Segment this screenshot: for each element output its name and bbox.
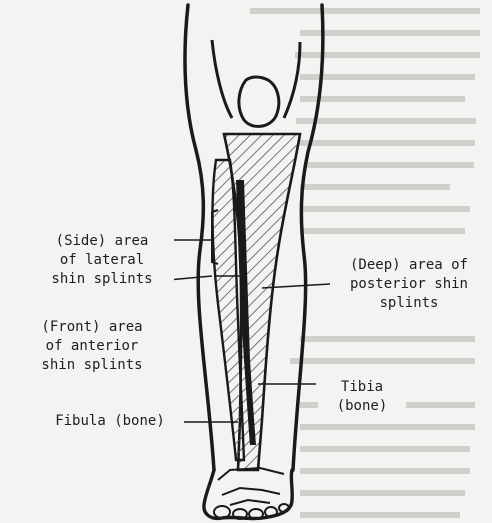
leader-anterior [168,276,212,280]
label-lateral-line3: shin splints [32,270,172,289]
label-lateral-line1: (Side) area [32,232,172,251]
label-tibia-line1: Tibia [320,378,404,397]
label-posterior-line1: (Deep) area of [332,256,486,275]
leg-outline-left [185,5,214,470]
kneecap [239,77,279,126]
label-tibia-line2: (bone) [320,397,404,416]
label-lateral: (Side) area of lateral shin splints [30,232,174,289]
label-fibula: Fibula (bone) [38,412,182,431]
knee-right [284,42,300,118]
label-lateral-line2: of lateral [32,251,172,270]
label-fibula-text: Fibula (bone) [40,412,180,431]
label-posterior: (Deep) area of posterior shin splints [330,256,488,313]
label-anterior-line2: of anterior [22,337,162,356]
label-posterior-line3: splints [332,294,486,313]
knee-left [212,40,232,118]
toes [214,504,289,519]
label-posterior-line2: posterior shin [332,275,486,294]
foot-bones [218,468,284,505]
label-anterior-line3: shin splints [22,356,162,375]
label-tibia: Tibia (bone) [318,378,406,416]
label-anterior: (Front) area of anterior shin splints [20,318,164,375]
label-anterior-line1: (Front) area [22,318,162,337]
